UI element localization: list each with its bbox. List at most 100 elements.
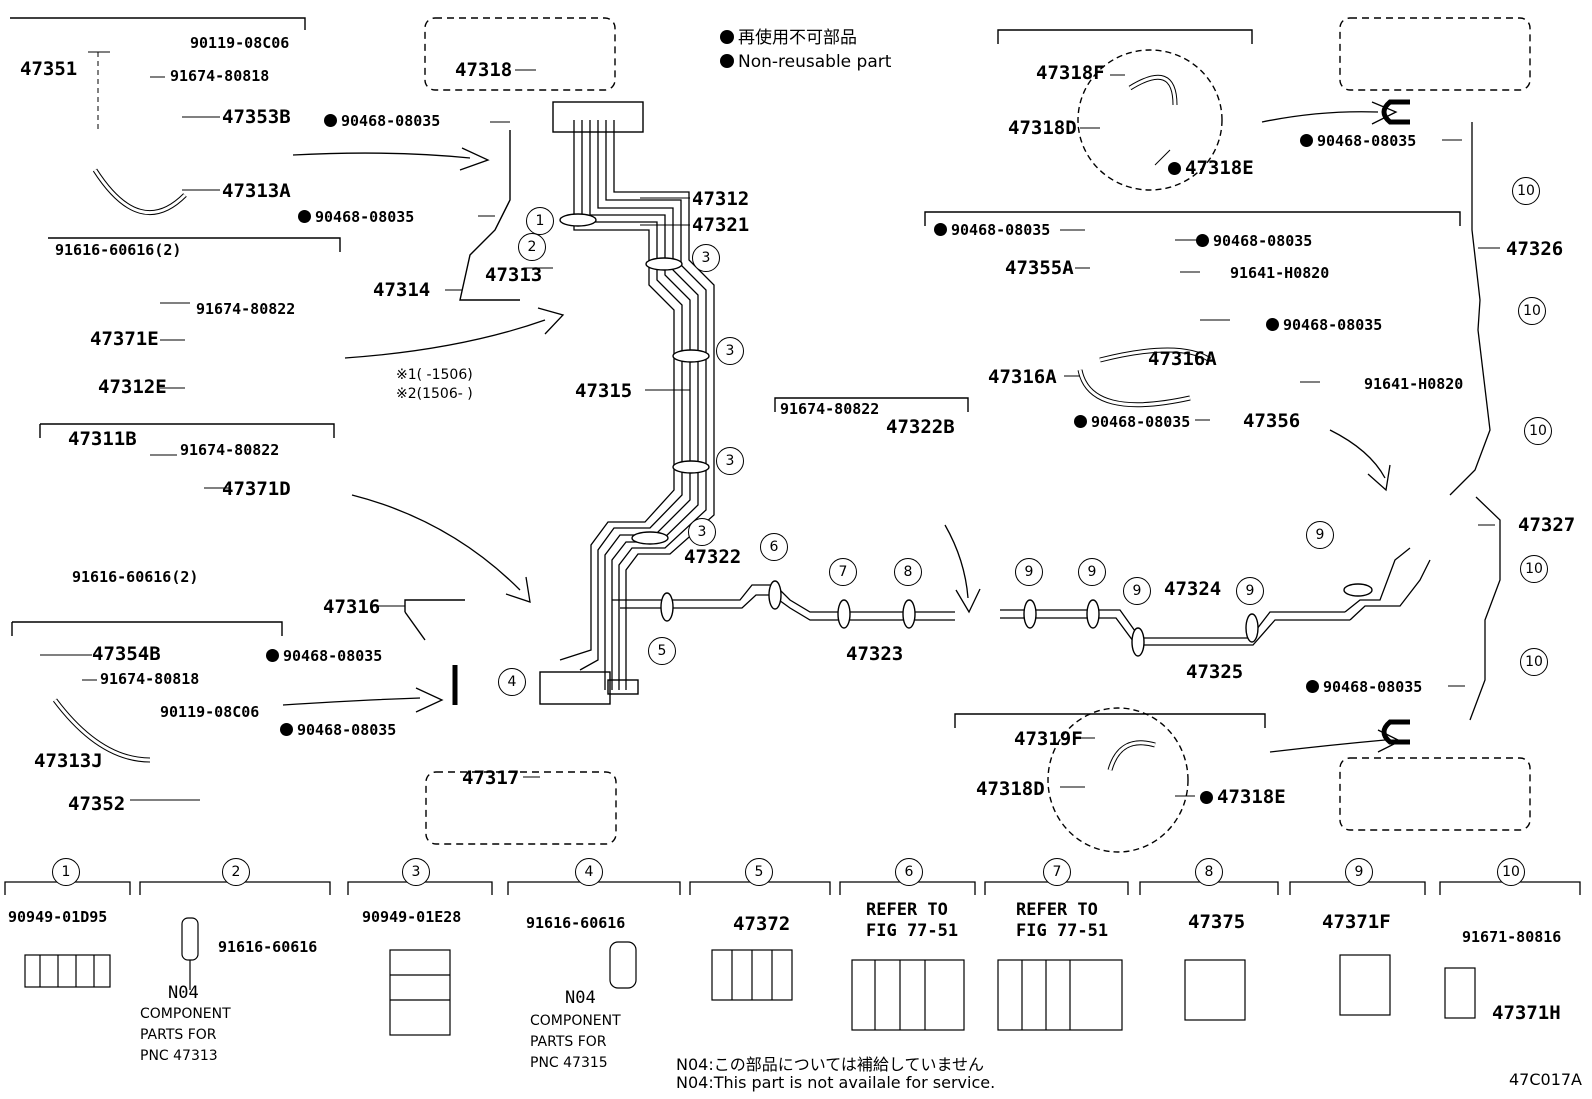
parts-row-part-number: 90949-01E28 xyxy=(362,908,462,926)
label-47318D: 47318D xyxy=(1008,117,1077,139)
part-number: 90468-08035 xyxy=(1283,316,1383,334)
parts-row-description: COMPONENT PARTS FOR PNC 47315 xyxy=(530,1013,621,1071)
label-47321: 47321 xyxy=(692,214,750,236)
parts-row-part-number: REFER TO FIG 77-51 xyxy=(1016,900,1109,941)
parts-row-callout: 3 xyxy=(402,858,430,886)
label-47322B: 47322B xyxy=(886,416,955,438)
parts-row-part-number-2: 47371H xyxy=(1492,1002,1561,1024)
callout-6: 6 xyxy=(760,533,788,561)
label-47313J: 47313J xyxy=(34,750,103,772)
part-number: 90468-08035 xyxy=(297,721,397,739)
non-reusable-marker-icon xyxy=(324,114,337,127)
part-number: 90468-08035 xyxy=(1091,413,1191,431)
non-reusable-marker-icon xyxy=(1266,318,1279,331)
label-47315: 47315 xyxy=(575,380,633,402)
label-91616-60616-2-b: 91616-60616(2) xyxy=(72,568,199,586)
label-47354B: 47354B xyxy=(92,643,161,665)
part-number: 90468-08035 xyxy=(283,647,383,665)
part-number: 90468-08035 xyxy=(341,112,441,130)
label-47356: 47356 xyxy=(1243,410,1301,432)
part-number: 47318E xyxy=(1217,786,1286,808)
label-47318E: 47318E xyxy=(1168,159,1254,178)
parts-row-callout: 8 xyxy=(1195,858,1223,886)
label-90119-08C06: 90119-08C06 xyxy=(190,34,290,52)
non-reusable-marker-icon xyxy=(280,723,293,736)
label-47324: 47324 xyxy=(1164,578,1222,600)
part-number: 90468-08035 xyxy=(1323,678,1423,696)
label-47318: 47318 xyxy=(455,59,513,81)
parts-row-part-number: 91616-60616 xyxy=(526,914,626,932)
non-reusable-marker-icon xyxy=(266,649,279,662)
label-47313: 47313 xyxy=(485,264,543,286)
parts-row-part-number: REFER TO FIG 77-51 xyxy=(866,900,959,941)
note-ja: N04:この部品については補給していません xyxy=(676,1055,984,1074)
part-number: 47318E xyxy=(1185,157,1254,179)
label-90468-08035-c: 90468-08035 xyxy=(266,649,382,664)
callout-10: 10 xyxy=(1520,555,1548,583)
parts-row-callout: 7 xyxy=(1043,858,1071,886)
callout-2: 2 xyxy=(518,233,546,261)
dashed-box-bottom xyxy=(425,771,617,845)
callout-1: 1 xyxy=(526,207,554,235)
label-47326: 47326 xyxy=(1506,238,1564,260)
non-reusable-marker-icon xyxy=(720,54,734,68)
non-reusable-marker-icon xyxy=(1200,791,1213,804)
label-47353B: 47353B xyxy=(222,106,291,128)
range-2: ※2(1506- ) xyxy=(396,385,473,402)
non-reusable-marker-icon xyxy=(1300,134,1313,147)
label-47327: 47327 xyxy=(1518,514,1576,536)
label-90468-08035-h: 90468-08035 xyxy=(1266,318,1382,333)
label-91641-H0820: 91641-H0820 xyxy=(1230,264,1330,282)
parts-row-part-number: 47375 xyxy=(1188,911,1246,933)
figure-code: 47C017A xyxy=(1508,1070,1582,1089)
parts-row-part-number: 47371F xyxy=(1322,911,1391,933)
label-90468-08035-i: 90468-08035 xyxy=(1074,415,1190,430)
label-47311B: 47311B xyxy=(68,428,137,450)
callout-3: 3 xyxy=(692,244,720,272)
label-90468-08035-b: 90468-08035 xyxy=(298,210,414,225)
label-90119-08C06-b: 90119-08C06 xyxy=(160,703,260,721)
parts-row-callout: 9 xyxy=(1345,858,1373,886)
legend-en: Non-reusable part xyxy=(738,52,892,72)
dashed-box-bottom-right xyxy=(1339,757,1531,831)
parts-row-callout: 6 xyxy=(895,858,923,886)
label-47318E-b: 47318E xyxy=(1200,788,1286,807)
callout-5: 5 xyxy=(648,637,676,665)
legend: 再使用不可部品 Non-reusable part xyxy=(720,26,891,74)
label-47323: 47323 xyxy=(846,643,904,665)
part-number: 90468-08035 xyxy=(315,208,415,226)
parts-row-part-number: 91616-60616 xyxy=(218,938,318,956)
label-90468-08035-f: 90468-08035 xyxy=(934,223,1050,238)
callout-3: 3 xyxy=(716,337,744,365)
parts-row-callout: 2 xyxy=(222,858,250,886)
parts-row-callout: 4 xyxy=(575,858,603,886)
part-number: 90468-08035 xyxy=(951,221,1051,239)
non-reusable-marker-icon xyxy=(934,223,947,236)
non-reusable-marker-icon xyxy=(1168,162,1181,175)
label-47316: 47316 xyxy=(323,596,381,618)
non-reusable-marker-icon xyxy=(720,30,734,44)
label-47317: 47317 xyxy=(462,767,520,789)
label-91674-80818-b: 91674-80818 xyxy=(100,670,200,688)
label-47312E: 47312E xyxy=(98,376,167,398)
label-90468-08035-j: 90468-08035 xyxy=(1306,680,1422,695)
parts-row-description: COMPONENT PARTS FOR PNC 47313 xyxy=(140,1006,231,1064)
label-47318F: 47318F xyxy=(1036,62,1105,84)
label-47355A: 47355A xyxy=(1005,257,1074,279)
range-note: ※1( -1506)※2(1506- ) xyxy=(396,366,473,404)
parts-row-callout: 10 xyxy=(1497,858,1525,886)
callout-3: 3 xyxy=(688,518,716,546)
parts-row-note-code: N04 xyxy=(565,988,596,1008)
label-91616-60616-2: 91616-60616(2) xyxy=(55,241,182,259)
callout-8: 8 xyxy=(894,558,922,586)
part-number: 90468-08035 xyxy=(1213,232,1313,250)
label-90468-08035-j0: 90468-08035 xyxy=(1300,134,1416,149)
callout-9: 9 xyxy=(1236,577,1264,605)
callout-3: 3 xyxy=(716,447,744,475)
label-47322: 47322 xyxy=(684,546,742,568)
label-91674-80822-c: 91674-80822 xyxy=(780,400,880,418)
dashed-box-top xyxy=(424,17,616,91)
non-reusable-marker-icon xyxy=(1196,234,1209,247)
label-47314: 47314 xyxy=(373,279,431,301)
